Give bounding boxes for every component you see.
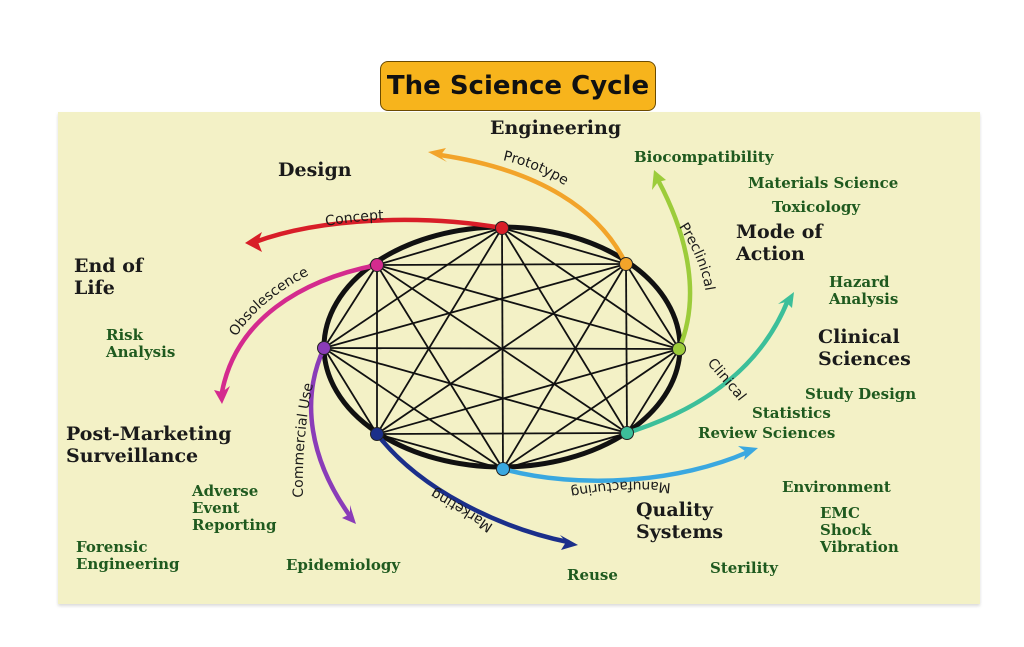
manufacturing-arrow (500, 449, 751, 484)
node-preclinical (672, 342, 686, 356)
clinical-arrowhead (778, 292, 794, 308)
label-materials-science: Materials Science (748, 174, 898, 192)
node-concept (495, 221, 509, 235)
label-post-marketing: Post-Marketing (66, 423, 232, 445)
title-box: The Science Cycle (380, 61, 656, 111)
preclinical-label: Preclinical (676, 220, 718, 292)
label-forensic: Forensic (76, 538, 147, 556)
label-quality: Quality (636, 499, 714, 521)
label-sciences: Sciences (818, 348, 911, 370)
marketing-arrowhead (560, 535, 578, 550)
label-surveillance: Surveillance (66, 445, 198, 467)
label-reporting: Reporting (192, 516, 277, 534)
node-marketing (370, 427, 384, 441)
commercial-use-arrow (308, 345, 353, 519)
manufacturing-arrowhead (738, 446, 758, 460)
label-systems: Systems (636, 521, 723, 543)
preclinical-arrow (655, 177, 693, 352)
concept-label: Concept (324, 208, 384, 230)
marketing-label: Marketing (428, 485, 496, 535)
label-statistics: Statistics (752, 404, 831, 422)
concept-arrow (252, 217, 505, 245)
title-text: The Science Cycle (386, 71, 650, 101)
label-hazard-analysis: Analysis (828, 290, 898, 308)
cycle-arrows (219, 152, 791, 545)
label-sterility: Sterility (710, 559, 779, 577)
node-obsolescence (370, 258, 384, 272)
label-emc: EMC (820, 504, 860, 522)
obsolescence-label: Obsolescence (226, 264, 311, 339)
label-review-sciences: Review Sciences (698, 424, 835, 442)
label-risk: Risk (106, 326, 144, 344)
label-life: Life (74, 277, 115, 299)
cycle-nodes (317, 221, 686, 476)
prototype-arrowhead (428, 148, 447, 162)
discipline-labels: Engineering Biocompatibility Materials S… (66, 117, 916, 584)
commercial-use-arrowhead (342, 505, 356, 524)
label-epidemiology: Epidemiology (286, 556, 401, 574)
label-action: Action (735, 243, 805, 265)
marketing-arrow (374, 431, 571, 545)
prototype-arrow (437, 152, 629, 267)
preclinical-arrowhead (652, 170, 666, 190)
label-hazard: Hazard (829, 273, 890, 291)
label-environment: Environment (782, 478, 891, 496)
concept-arrowhead (245, 232, 262, 252)
label-biocompatibility: Biocompatibility (634, 148, 775, 166)
label-engineering: Engineering (490, 117, 621, 139)
diagram-panel (58, 112, 980, 604)
label-event: Event (192, 499, 240, 517)
label-vibration: Vibration (819, 538, 899, 556)
label-forensic-engineering: Engineering (76, 555, 180, 573)
label-clinical: Clinical (818, 326, 900, 348)
label-design: Design (278, 159, 352, 181)
node-manufacturing (496, 462, 510, 476)
label-risk-analysis: Analysis (105, 343, 175, 361)
label-study-design: Study Design (805, 385, 916, 403)
node-commercial-use (317, 341, 331, 355)
label-mode-of: Mode of (736, 221, 824, 243)
arrow-heads (214, 148, 794, 550)
label-reuse: Reuse (567, 566, 618, 584)
label-toxicology: Toxicology (772, 198, 861, 216)
label-end-of: End of (74, 255, 145, 277)
label-shock: Shock (820, 521, 872, 539)
clinical-arrow-label: Clinical (704, 355, 749, 404)
node-prototype (619, 257, 633, 271)
obsolescence-arrow (219, 262, 380, 395)
clinical-arrow (624, 297, 791, 436)
obsolescence-arrowhead (214, 386, 230, 404)
cycle-chords (323, 227, 680, 470)
node-clinical (620, 426, 634, 440)
label-adverse: Adverse (191, 482, 258, 500)
